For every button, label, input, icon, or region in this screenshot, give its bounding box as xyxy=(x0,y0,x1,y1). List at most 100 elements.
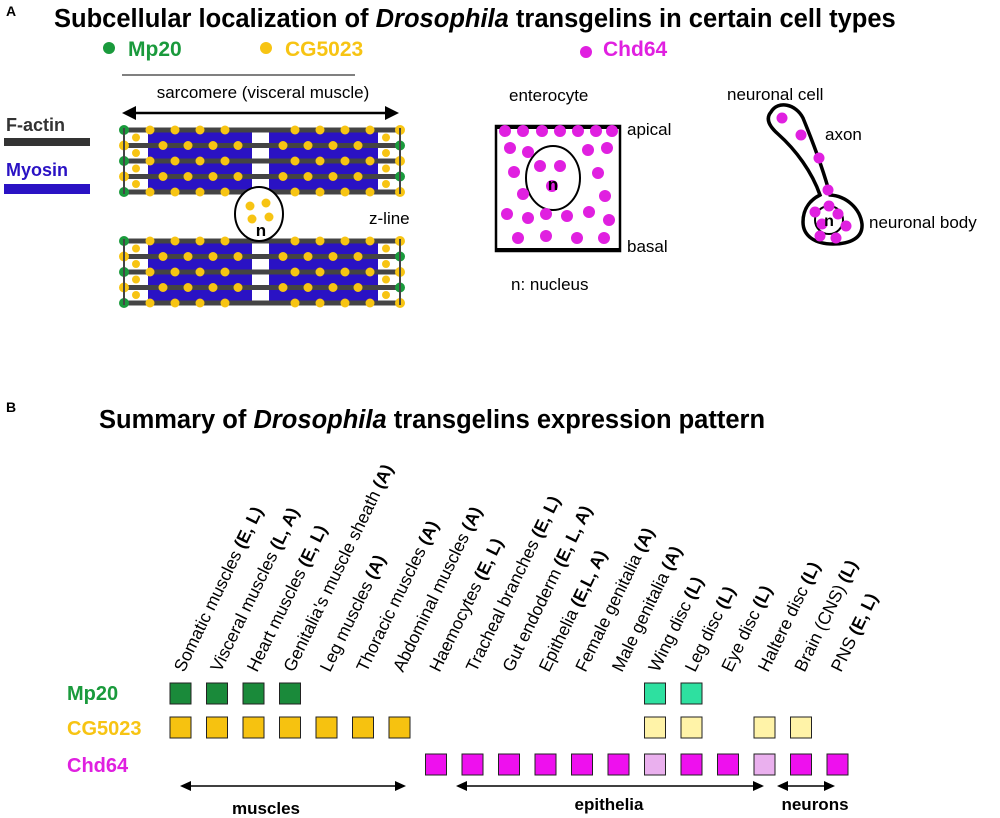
cg5023-dot xyxy=(353,172,363,181)
expression-cell xyxy=(242,682,265,705)
cg5023-dot xyxy=(220,236,230,246)
cg5023-dot xyxy=(303,141,313,150)
enterocyte-nucleus-letter: n xyxy=(548,175,558,194)
cg5023-dot xyxy=(315,156,325,166)
cg5023-dot xyxy=(340,236,350,246)
expression-cell xyxy=(534,753,557,776)
sarcomere-arrowhead-right xyxy=(385,106,399,120)
cg5023-dot xyxy=(365,125,375,135)
panel-b-letter: B xyxy=(6,399,16,415)
expression-cell xyxy=(680,716,703,739)
chd64-dot xyxy=(809,206,821,218)
basal-label: basal xyxy=(627,237,668,256)
expression-cell xyxy=(169,682,192,705)
chd64-dot xyxy=(813,152,825,164)
expression-cell xyxy=(206,716,228,739)
legend-mp20-dot xyxy=(103,42,115,54)
chd64-dot xyxy=(554,160,566,172)
cg5023-dot xyxy=(158,252,168,261)
cg5023-dot xyxy=(278,172,288,181)
cg5023-dot xyxy=(290,156,300,166)
column-label-stages: (L, A) xyxy=(266,504,303,552)
chd64-dot xyxy=(546,180,558,192)
expression-cell xyxy=(279,682,301,705)
panel-a-title: Subcellular localization of Drosophila t… xyxy=(54,5,896,33)
cg5023-dot xyxy=(208,172,218,181)
cg5023-dot xyxy=(315,236,325,246)
nucleus-dot xyxy=(264,212,274,222)
cg5023-dot xyxy=(132,291,140,299)
cg5023-dot xyxy=(340,187,350,197)
chd64-dot xyxy=(536,125,548,137)
cg5023-dot xyxy=(382,291,390,299)
expression-cell xyxy=(644,716,666,739)
enterocyte-chd64-dots xyxy=(499,125,618,244)
cg5023-dot xyxy=(382,133,390,142)
legend-cg5023-dot xyxy=(260,42,272,54)
chd64-dot xyxy=(517,125,529,137)
chd64-dot xyxy=(554,125,566,137)
expression-cell xyxy=(206,682,228,705)
chd64-dot xyxy=(776,112,788,124)
cg5023-dot xyxy=(340,267,350,277)
cg5023-dot xyxy=(365,156,375,166)
cg5023-dot xyxy=(132,164,140,173)
panel-b-title-pre: Summary of xyxy=(99,406,253,434)
expression-cell xyxy=(352,716,374,739)
cg5023-dot xyxy=(290,187,300,197)
cg5023-dot xyxy=(278,252,288,261)
cg5023-dot xyxy=(233,141,243,150)
cg5023-dot xyxy=(303,283,313,292)
cg5023-dot xyxy=(132,244,140,253)
column-label-stages: (E, L) xyxy=(845,590,882,638)
cg5023-dot xyxy=(233,172,243,181)
chd64-dot xyxy=(840,220,852,232)
chd64-dot xyxy=(583,206,595,218)
cg5023-dot xyxy=(382,275,390,284)
chd64-dot xyxy=(534,160,546,172)
cg5023-dot xyxy=(170,156,180,166)
chd64-dot xyxy=(517,188,529,200)
cg5023-dot xyxy=(145,267,155,277)
expression-cell xyxy=(680,682,703,705)
cg5023-dot xyxy=(132,260,140,268)
cg5023-dot xyxy=(132,180,140,188)
neuron-chd64-dots xyxy=(776,112,852,244)
muscle-nucleus xyxy=(234,186,284,242)
expression-cell xyxy=(644,682,666,705)
panel-a-title-em: Drosophila xyxy=(376,5,509,33)
nucleus-note: n: nucleus xyxy=(511,275,589,294)
cg5023-dot xyxy=(353,252,363,261)
chd64-dot xyxy=(499,125,511,137)
cg5023-dot xyxy=(315,267,325,277)
cg5023-dot xyxy=(132,149,140,157)
chd64-dot xyxy=(822,184,834,196)
panel-a-title-pre: Subcellular localization of xyxy=(54,5,376,33)
factin-swatch xyxy=(4,138,90,146)
cg5023-dot xyxy=(145,125,155,135)
chd64-dot xyxy=(814,230,826,242)
cg5023-dot xyxy=(353,141,363,150)
cg5023-dot xyxy=(290,125,300,135)
chd64-dot xyxy=(598,232,610,244)
chd64-dot xyxy=(795,129,807,141)
chd64-dot xyxy=(603,214,615,226)
column-label-stages: (E, L) xyxy=(527,493,564,541)
cg5023-dot xyxy=(170,125,180,135)
cg5023-dot xyxy=(183,141,193,150)
cg5023-dot xyxy=(145,236,155,246)
cg5023-dot xyxy=(315,125,325,135)
nucleus-dot xyxy=(261,198,271,208)
cg5023-dot xyxy=(195,156,205,166)
chd64-dot xyxy=(522,212,534,224)
tissue-column-labels: Somatic muscles (E, L)Visceral muscles (… xyxy=(170,461,882,675)
cg5023-dot xyxy=(170,267,180,277)
cg5023-dot xyxy=(382,149,390,157)
cg5023-dot xyxy=(145,187,155,197)
cg5023-dot xyxy=(195,298,205,308)
cg5023-dot xyxy=(183,283,193,292)
cg5023-dot xyxy=(170,236,180,246)
chd64-dot xyxy=(561,210,573,222)
chd64-dot xyxy=(816,218,828,230)
expression-cell xyxy=(717,753,739,776)
